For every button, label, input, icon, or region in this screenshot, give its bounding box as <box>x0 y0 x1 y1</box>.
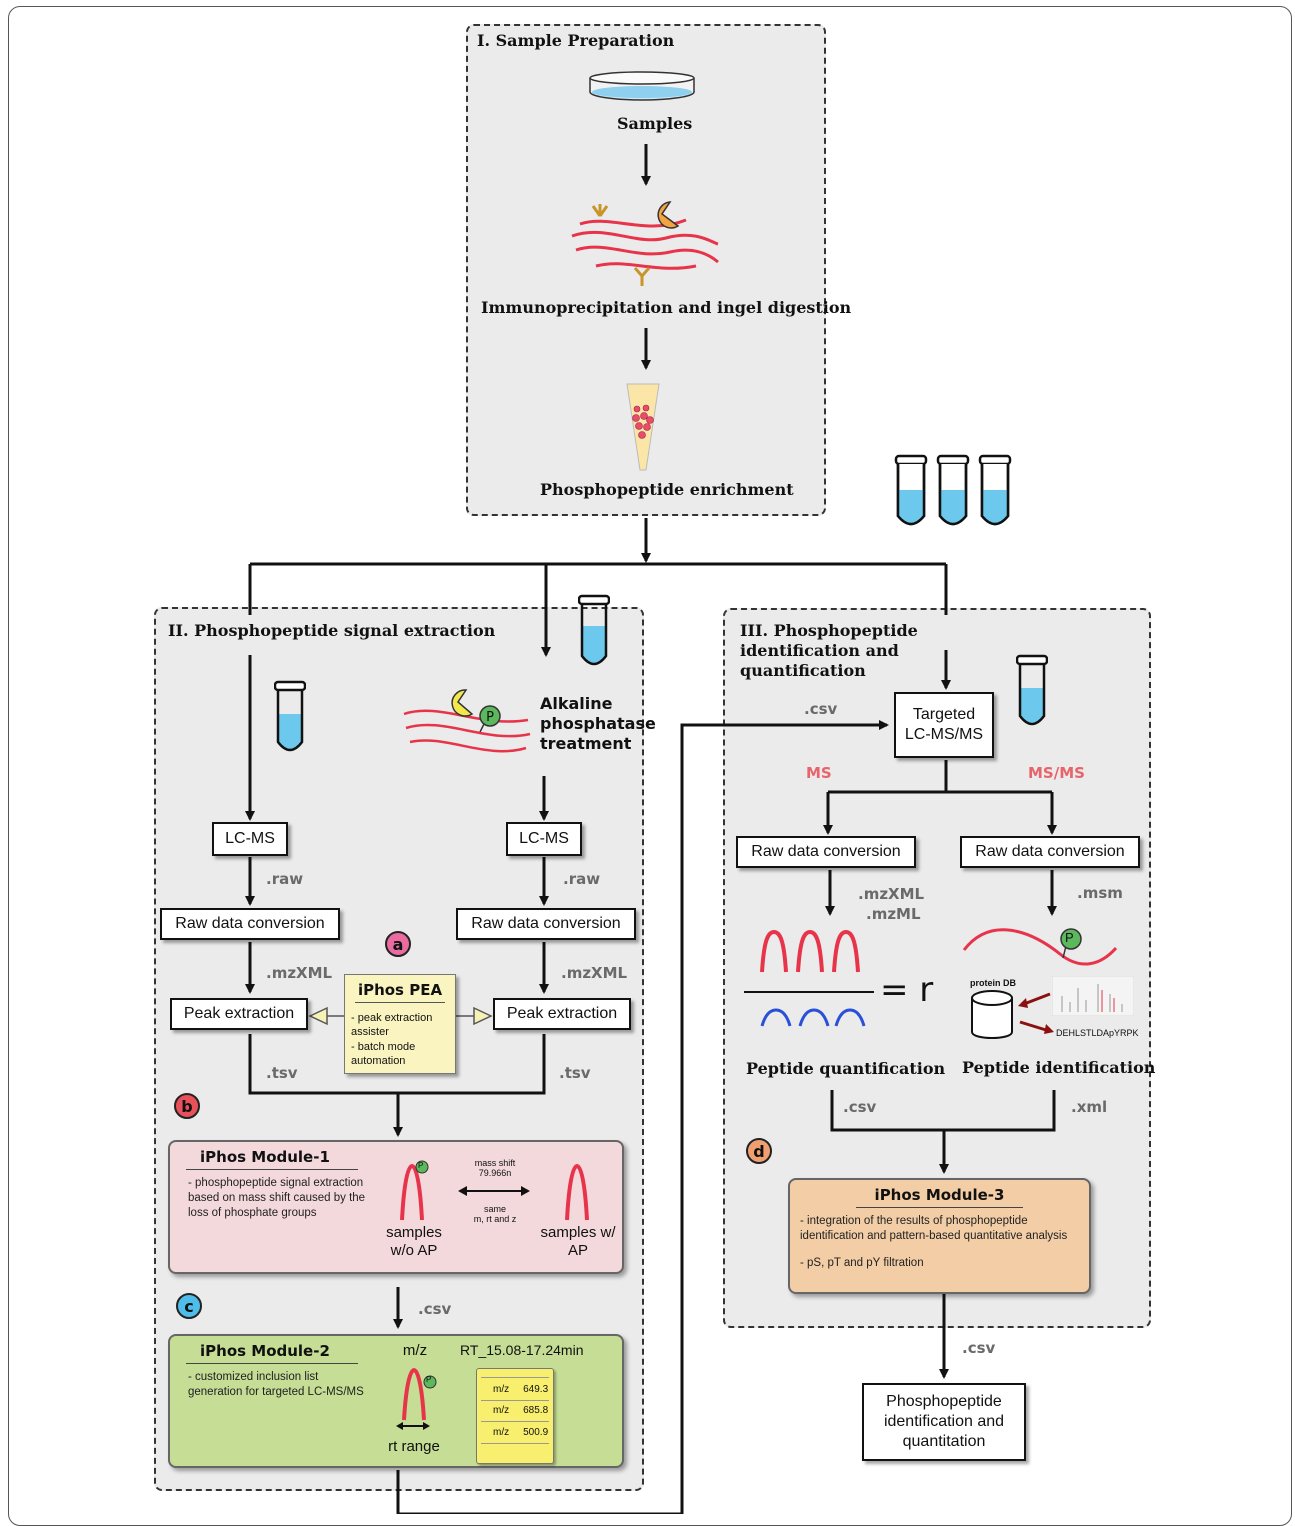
module1-same-detail: m, rt and z <box>473 1214 517 1224</box>
module1-peak-right-icon <box>565 1163 589 1221</box>
spectrum-thumbnail-icon <box>1052 976 1134 1016</box>
mzxml-section3-ext: .mzXML <box>858 885 925 903</box>
module3-desc-1: - integration of the results of phosphop… <box>800 1215 1068 1242</box>
raw-conversion-left-box: Raw data conversion <box>160 908 340 940</box>
peptide-identification-label: Peptide identification <box>962 1058 1156 1077</box>
module1-mass-shift: mass shift <box>474 1158 516 1168</box>
three-tubes-icon <box>894 454 1012 526</box>
badge-c: c <box>176 1293 202 1319</box>
iphos-pea-line-1: - peak extraction assister <box>351 1012 433 1038</box>
raw-right-ext: .raw <box>563 870 601 888</box>
phosphatase-treatment-icon: P <box>403 689 531 753</box>
peak-extraction-left-box: Peak extraction <box>170 998 308 1030</box>
inclusion-row: m/z 685.8 <box>481 1399 549 1422</box>
module2-rt-arrow-icon <box>396 1422 430 1430</box>
module1-p-label: P <box>418 1161 424 1170</box>
inclusion-row: m/z 500.9 <box>481 1421 549 1444</box>
samples-label: Samples <box>617 114 693 133</box>
sample-tube-right-icon <box>578 594 610 666</box>
enrichment-label: Phosphopeptide enrichment <box>540 480 794 499</box>
module2-mz: m/z <box>402 1342 428 1359</box>
raw-left-ext: .raw <box>266 870 304 888</box>
msm-ext: .msm <box>1077 884 1123 902</box>
sample-tube-left-icon <box>274 680 306 752</box>
badge-d: d <box>746 1138 772 1164</box>
final-output-box: Phosphopeptide identification and quanti… <box>862 1383 1026 1461</box>
section3-title: III. Phosphopeptide identification and q… <box>740 621 918 680</box>
equals-r-label: = r <box>880 970 934 1010</box>
raw-conversion-ms-box: Raw data conversion <box>736 836 916 868</box>
module1-right-label: samples w/ AP <box>540 1224 616 1259</box>
badge-b: b <box>174 1093 200 1119</box>
raw-conversion-msms-box: Raw data conversion <box>960 836 1140 868</box>
inclusion-row-label: m/z <box>493 1426 510 1438</box>
module1-same: same <box>483 1204 506 1214</box>
mzxml-left-ext: .mzXML <box>266 964 333 982</box>
csv-between-modules: .csv <box>418 1300 452 1318</box>
module2-peak-icon <box>402 1367 437 1421</box>
peptide-p-label: P <box>1065 930 1074 945</box>
db-arrows-icon <box>1018 992 1054 1034</box>
module2-desc: - customized inclusion list generation f… <box>188 1371 364 1398</box>
module1-desc: - phosphopeptide signal extraction based… <box>188 1177 366 1219</box>
inclusion-row-label: m/z <box>493 1383 510 1395</box>
module2-title: iPhos Module-2 <box>200 1342 330 1360</box>
iphos-module-3: iPhos Module-3 - integration of the resu… <box>788 1178 1091 1294</box>
tsv-left-ext: .tsv <box>266 1064 298 1082</box>
iphos-module-2: iPhos Module-2 - customized inclusion li… <box>168 1334 624 1468</box>
inclusion-row-value: 500.9 <box>523 1426 549 1438</box>
module3-desc-2: - pS, pT and pY filtration <box>800 1257 924 1269</box>
mzml-section3-ext: .mzML <box>866 905 921 923</box>
raw-conversion-right-box: Raw data conversion <box>456 908 636 940</box>
module3-title: iPhos Module-3 <box>874 1186 1005 1204</box>
enrichment-tip-icon <box>626 383 660 471</box>
protein-db-label: protein DB <box>970 978 1016 988</box>
inclusion-row: m/z 649.3 <box>481 1377 549 1401</box>
xml-ident-ext: .xml <box>1071 1098 1108 1116</box>
csv-into-targeted: .csv <box>804 700 838 718</box>
peak-extraction-right-box: Peak extraction <box>493 998 631 1030</box>
lcms-left-box: LC-MS <box>212 822 288 856</box>
inclusion-row-value: 685.8 <box>523 1404 549 1416</box>
inclusion-row-value: 649.3 <box>523 1383 549 1395</box>
ms-label: MS <box>806 764 832 782</box>
csv-output-ext: .csv <box>962 1339 996 1357</box>
iphos-pea-line-2: - batch mode automation <box>351 1041 416 1067</box>
inclusion-row-label: m/z <box>493 1404 510 1416</box>
module1-peak-left-icon <box>400 1160 429 1221</box>
peptide-quantification-label: Peptide quantification <box>746 1059 946 1078</box>
iphos-module-1: iPhos Module-1 - phosphopeptide signal e… <box>168 1140 624 1274</box>
module2-rt-range: rt range <box>388 1438 440 1455</box>
module2-rt: RT_15.08-17.24min <box>460 1342 584 1358</box>
module1-title: iPhos Module-1 <box>200 1148 330 1166</box>
tsv-right-ext: .tsv <box>559 1064 591 1082</box>
section2-title: II. Phosphopeptide signal extraction <box>168 621 496 640</box>
svg-text:P: P <box>486 710 494 725</box>
ap-treatment-label: Alkaline phosphatase treatment <box>540 694 656 753</box>
petri-dish-icon <box>589 71 695 101</box>
inclusion-list-table: m/z 649.3 m/z 685.8 m/z 500.9 <box>476 1368 554 1464</box>
sample-tube-section3-icon <box>1016 654 1048 726</box>
module1-left-label: samples w/o AP <box>386 1224 442 1259</box>
module1-mass-value: 79.966n <box>478 1168 512 1178</box>
ip-label: Immunoprecipitation and ingel digestion <box>481 298 852 317</box>
targeted-lcmsms-box: Targeted LC-MS/MS <box>894 692 994 758</box>
msms-label: MS/MS <box>1028 764 1085 782</box>
quantification-peaks-icon <box>744 929 874 1027</box>
module1-double-arrow-icon <box>458 1186 530 1196</box>
badge-a: a <box>385 931 411 957</box>
mzxml-right-ext: .mzXML <box>561 964 628 982</box>
peptide-sequence: DEHLSTLDApYRPK <box>1056 1028 1139 1038</box>
iphos-pea-box: iPhos PEA - peak extraction assister - b… <box>344 974 456 1074</box>
section1-title: I. Sample Preparation <box>477 31 675 50</box>
database-icon <box>971 990 1013 1039</box>
immunoprecipitation-icon <box>571 201 719 286</box>
identification-peptide-icon <box>962 928 1118 966</box>
lcms-right-box: LC-MS <box>506 822 582 856</box>
module2-p-label: P <box>426 1375 432 1384</box>
iphos-pea-title: iPhos PEA <box>357 981 443 999</box>
csv-quant-ext: .csv <box>843 1098 877 1116</box>
